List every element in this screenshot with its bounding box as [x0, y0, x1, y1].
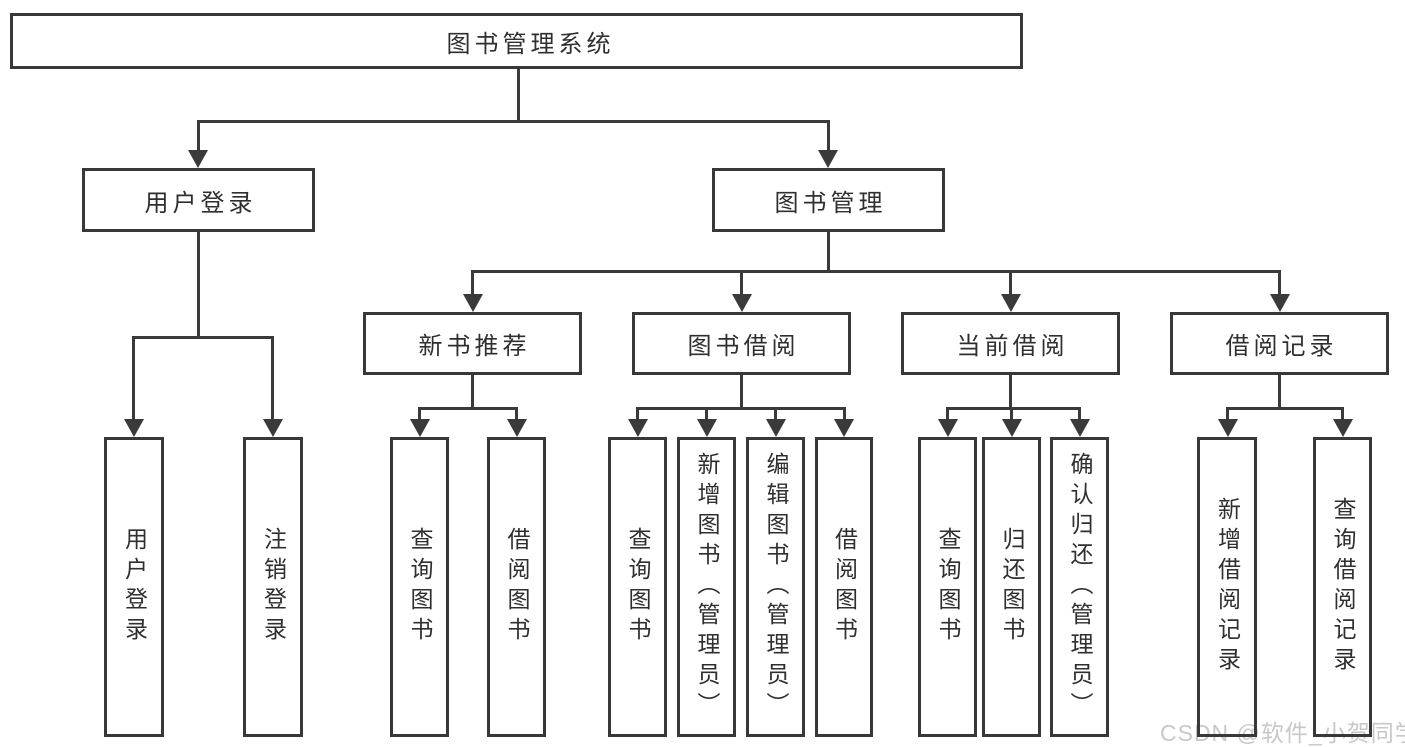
leaf-return-books: 归还图书: [982, 437, 1041, 737]
leaf-query-books: 查询图书: [918, 437, 977, 737]
node-label: 图书管理系统: [446, 30, 615, 58]
leaf-logout: 注销登录: [243, 437, 303, 737]
arrowhead-down-icon: [938, 419, 958, 437]
arrowhead-down-icon: [263, 419, 283, 437]
node-label: 图书借阅: [687, 333, 800, 360]
connector-group-horizontal: [946, 407, 1081, 410]
leaf-add-books-admin: 新增图书（管理员）: [677, 437, 736, 737]
leaf-label: 借阅图书: [504, 527, 530, 647]
arrowhead-down-icon: [818, 150, 838, 168]
connector-group-stub: [740, 375, 743, 410]
arrowhead-down-icon: [834, 419, 854, 437]
node-label: 当前借阅: [956, 333, 1069, 360]
arrowhead-down-icon: [463, 294, 483, 312]
connector-drop-book-management: [827, 120, 830, 152]
connector-drop-group: [1009, 270, 1012, 296]
leaf-borrow-books: 借阅图书: [487, 437, 546, 737]
node-current-borrowing: 当前借阅: [901, 312, 1120, 375]
connector-user-login-stub: [197, 232, 200, 339]
leaf-label: 查询借阅记录: [1330, 497, 1356, 677]
arrowhead-down-icon: [1270, 294, 1290, 312]
connector-drop-group: [740, 270, 743, 296]
connector-drop-leaf: [418, 407, 421, 421]
leaf-edit-books-admin: 编辑图书（管理员）: [746, 437, 805, 737]
arrowhead-down-icon: [1001, 294, 1021, 312]
leaf-label: 注销登录: [260, 527, 287, 647]
leaf-query-borrow-record: 查询借阅记录: [1313, 437, 1372, 737]
node-new-book-recommend: 新书推荐: [363, 312, 582, 375]
leaf-add-borrow-record: 新增借阅记录: [1197, 437, 1257, 737]
node-book-management: 图书管理: [712, 168, 945, 232]
connector-drop-group: [471, 270, 474, 296]
leaf-query-books: 查询图书: [608, 437, 667, 737]
connector-drop-leaf: [132, 336, 135, 421]
connector-drop-leaf: [271, 336, 274, 421]
arrowhead-down-icon: [1002, 419, 1022, 437]
leaf-label: 新增图书（管理员）: [694, 452, 720, 722]
connector-drop-leaf: [515, 407, 518, 421]
connector-group-horizontal: [418, 407, 518, 410]
connector-book-management-stub: [827, 232, 830, 272]
leaf-label: 查询图书: [625, 527, 651, 647]
csdn-watermark: CSDN @软件_小贺同学: [1160, 720, 1405, 746]
connector-drop-group: [1278, 270, 1281, 296]
arrowhead-down-icon: [507, 419, 527, 437]
arrowhead-down-icon: [188, 150, 208, 168]
leaf-confirm-return-admin: 确认归还（管理员）: [1050, 437, 1109, 737]
connector-drop-leaf: [705, 407, 708, 421]
node-label: 图书管理: [774, 189, 887, 217]
arrowhead-down-icon: [766, 419, 786, 437]
arrowhead-down-icon: [1333, 419, 1353, 437]
node-user-login: 用户登录: [82, 168, 315, 232]
arrowhead-down-icon: [732, 294, 752, 312]
connector-drop-leaf: [1341, 407, 1344, 421]
connector-drop-leaf: [946, 407, 949, 421]
connector-level3-horizontal: [471, 270, 1281, 273]
leaf-borrow-books: 借阅图书: [815, 437, 873, 737]
arrowhead-down-icon: [697, 419, 717, 437]
leaf-user-login: 用户登录: [104, 437, 164, 737]
node-root-system: 图书管理系统: [10, 13, 1023, 69]
node-borrowing-records: 借阅记录: [1170, 312, 1389, 375]
connector-level1-horizontal: [197, 120, 830, 123]
arrowhead-down-icon: [410, 419, 430, 437]
connector-group-stub: [1009, 375, 1012, 410]
leaf-label: 查询图书: [407, 527, 433, 647]
connector-group-horizontal: [636, 407, 846, 410]
leaf-label: 归还图书: [999, 527, 1025, 647]
connector-drop-leaf: [1226, 407, 1229, 421]
leaf-label: 编辑图书（管理员）: [763, 452, 789, 722]
connector-group-stub: [1278, 375, 1281, 410]
connector-drop-leaf: [636, 407, 639, 421]
leaf-label: 借阅图书: [831, 527, 858, 647]
node-label: 借阅记录: [1225, 333, 1338, 360]
leaf-label: 新增借阅记录: [1214, 497, 1241, 677]
connector-drop-leaf: [843, 407, 846, 421]
node-label: 新书推荐: [418, 333, 531, 360]
arrowhead-down-icon: [1070, 419, 1090, 437]
connector-group-stub: [471, 375, 474, 410]
leaf-query-books: 查询图书: [390, 437, 449, 737]
arrowhead-down-icon: [628, 419, 648, 437]
connector-root-stub: [517, 69, 520, 120]
node-book-borrowing: 图书借阅: [632, 312, 851, 375]
connector-drop-user-login: [197, 120, 200, 152]
connector-drop-leaf: [774, 407, 777, 421]
leaf-label: 查询图书: [935, 527, 961, 647]
connector-user-login-horizontal: [132, 336, 274, 339]
connector-drop-leaf: [1078, 407, 1081, 421]
arrowhead-down-icon: [124, 419, 144, 437]
arrowhead-down-icon: [1218, 419, 1238, 437]
leaf-label: 确认归还（管理员）: [1067, 452, 1093, 722]
connector-group-horizontal: [1226, 407, 1344, 410]
node-label: 用户登录: [144, 189, 257, 217]
leaf-label: 用户登录: [121, 527, 148, 647]
connector-drop-leaf: [1010, 407, 1013, 421]
